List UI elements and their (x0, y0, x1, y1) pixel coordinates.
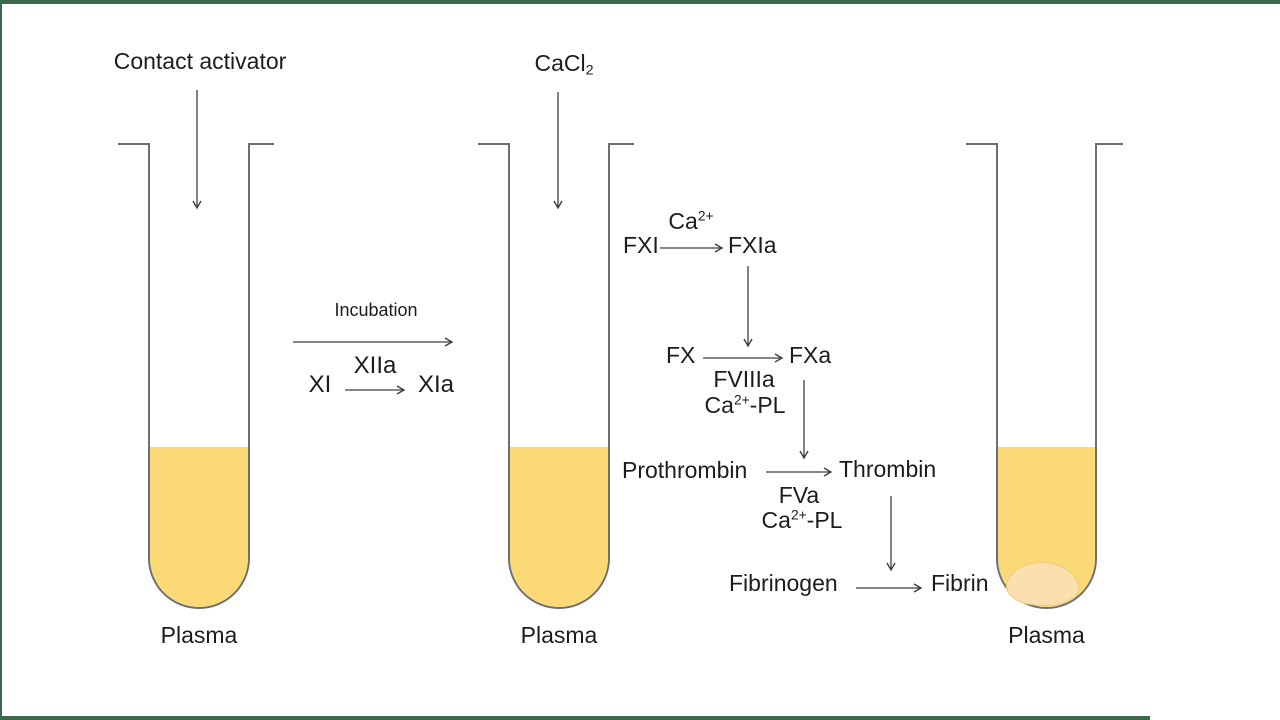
cascade-fx-label: FX (666, 342, 696, 368)
test-tube-1 (148, 143, 250, 609)
test-tube-2 (508, 143, 610, 609)
cacl2-label: CaCl2 (494, 50, 634, 79)
test-tube-3 (996, 143, 1097, 609)
tube-3-plasma-fill (998, 447, 1095, 607)
cascade-fibrin-label: Fibrin (931, 570, 989, 596)
pl-suffix: -PL (806, 507, 843, 533)
incubation-product-label: XIa (417, 371, 455, 398)
tube-3-rim-right (1095, 143, 1123, 145)
tube-3-rim-left (966, 143, 997, 145)
cacl2-base: CaCl (534, 50, 586, 76)
cascade-fviiia-label: FVIIIa (713, 366, 775, 392)
ca-superscript: 2+ (733, 392, 750, 408)
tube-2-rim-left (478, 143, 509, 145)
incubation-enzyme-label: XIIa (353, 352, 397, 379)
tube-1-rim-left (118, 143, 149, 145)
tube-2-rim-right (609, 143, 634, 145)
ca-base: Ca (668, 208, 698, 234)
frame-border-left (0, 0, 2, 720)
frame-border-bottom (0, 716, 1150, 720)
pl-suffix: -PL (749, 392, 786, 418)
fibrin-clot (1006, 562, 1079, 606)
tube-1-rim-right (249, 143, 274, 145)
ca-superscript: 2+ (790, 507, 807, 523)
cascade-fxi-label: FXI (623, 232, 659, 258)
incubation-substrate-label: XI (308, 371, 332, 398)
cascade-ca-cofactor-label: Ca2+ (662, 208, 720, 234)
cascade-fibrinogen-label: Fibrinogen (729, 570, 838, 596)
tube-3-plasma-label: Plasma (1008, 622, 1085, 648)
cascade-prothrombin-label: Prothrombin (622, 457, 748, 483)
cascade-ca-pl-label-1: Ca2+-PL (695, 392, 795, 418)
tube-2-plasma-fill (510, 447, 608, 607)
tube-1-plasma-label: Plasma (160, 622, 238, 648)
contact-activator-label: Contact activator (113, 48, 287, 74)
ca-base: Ca (704, 392, 734, 418)
cascade-fxa-label: FXa (789, 342, 832, 368)
cascade-thrombin-label: Thrombin (839, 456, 937, 482)
cascade-fva-label: FVa (778, 482, 820, 508)
ca-superscript: 2+ (697, 208, 714, 224)
tube-1-plasma-fill (150, 447, 248, 607)
cacl2-subscript: 2 (585, 62, 594, 79)
cascade-fxia-label: FXIa (728, 232, 777, 258)
incubation-label: Incubation (334, 300, 418, 320)
ca-base: Ca (761, 507, 791, 533)
cascade-ca-pl-label-2: Ca2+-PL (752, 507, 852, 533)
tube-2-plasma-label: Plasma (520, 622, 598, 648)
frame-border-top (0, 0, 1280, 4)
